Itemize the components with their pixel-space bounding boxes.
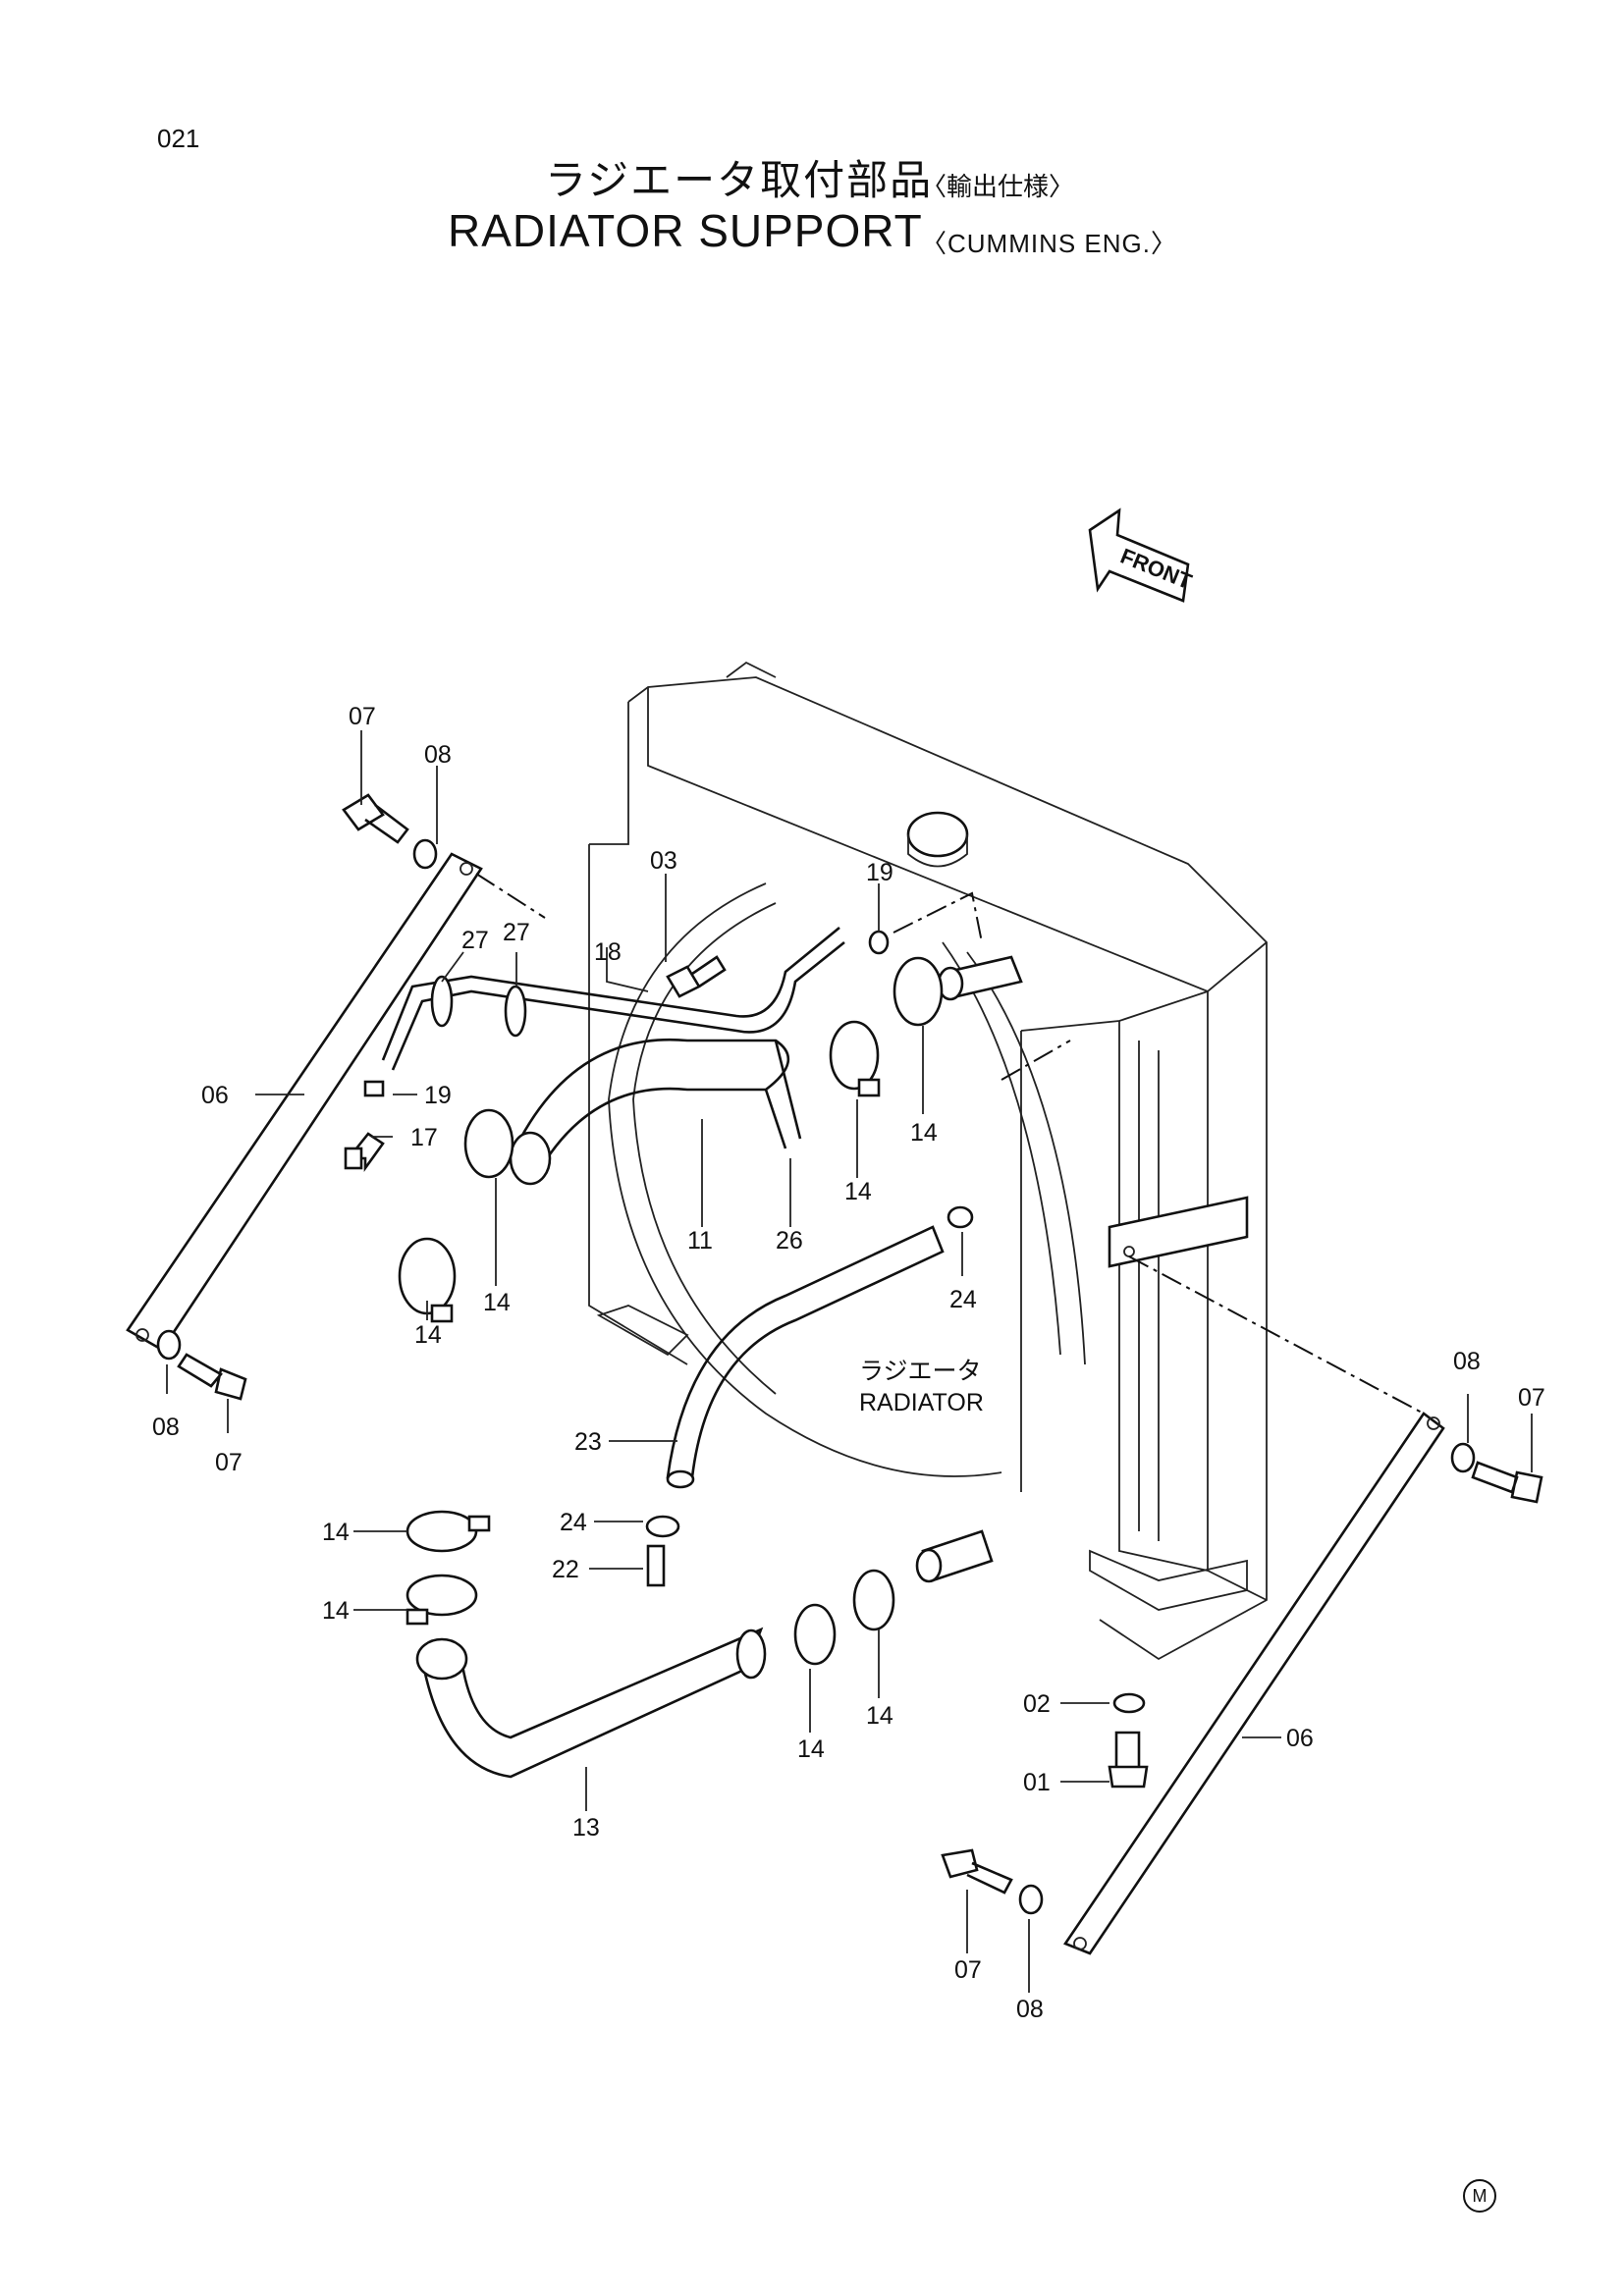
callout-08: 08 — [424, 741, 452, 769]
callout-27: 27 — [461, 927, 489, 954]
callout-07: 07 — [349, 703, 376, 730]
clamp-icon — [852, 1569, 895, 1631]
title-english-subtitle: 〈CUMMINS ENG.〉 — [921, 229, 1178, 258]
clamp-icon — [893, 956, 944, 1027]
callout-14: 14 — [866, 1702, 893, 1730]
bolt-icon — [1108, 1731, 1149, 1789]
title-japanese-subtitle: 〈輸出仕様〉 — [921, 173, 1075, 202]
callout-01: 01 — [1023, 1769, 1051, 1796]
callout-27: 27 — [503, 919, 530, 946]
callout-06: 06 — [1286, 1725, 1314, 1752]
clamp-icon — [406, 1574, 478, 1626]
callout-08: 08 — [1453, 1348, 1481, 1375]
clamp-icon — [363, 1080, 385, 1097]
pipe-assembly — [381, 926, 845, 1071]
callout-14: 14 — [322, 1597, 350, 1625]
callout-18: 18 — [594, 938, 622, 966]
title-japanese: ラジエータ取付部品 — [545, 156, 934, 204]
stay-left — [126, 852, 483, 1352]
lower-hose — [415, 1627, 767, 1779]
washer-icon — [1450, 1442, 1476, 1473]
fitting-icon — [344, 1132, 385, 1173]
bolt-icon — [666, 955, 727, 998]
washer-icon — [1112, 1692, 1146, 1714]
callout-26: 26 — [776, 1227, 803, 1255]
callout-14: 14 — [844, 1178, 872, 1205]
callout-22: 22 — [552, 1556, 579, 1583]
leader-lines — [166, 730, 1533, 1993]
callout-07: 07 — [954, 1956, 982, 1984]
callout-14: 14 — [910, 1119, 938, 1147]
callout-17: 17 — [410, 1124, 438, 1151]
clamp-icon — [793, 1603, 837, 1666]
washer-icon — [156, 1329, 182, 1361]
callout-23: 23 — [574, 1428, 602, 1456]
callout-14: 14 — [414, 1321, 442, 1349]
bolt-icon — [941, 1848, 1013, 1895]
clamp-icon — [406, 1510, 491, 1553]
callout-13: 13 — [572, 1814, 600, 1842]
callout-08: 08 — [1016, 1996, 1044, 2023]
clamp-icon — [430, 975, 454, 1028]
washer-icon — [868, 930, 890, 955]
callout-11: 11 — [687, 1227, 713, 1255]
callout-07: 07 — [1518, 1384, 1545, 1412]
radiator-label-jp: ラジエータ — [859, 1358, 982, 1385]
fitting-icon — [646, 1544, 666, 1587]
washer-icon — [1018, 1884, 1044, 1915]
stay-right — [1063, 1412, 1445, 1955]
radiator-body — [588, 661, 1268, 1661]
front-arrow-icon: FRONT — [1088, 507, 1196, 603]
callout-06: 06 — [201, 1082, 229, 1109]
bolt-icon — [1471, 1461, 1543, 1504]
callout-08: 08 — [152, 1414, 180, 1441]
clamp-icon — [947, 1205, 974, 1229]
clamp-icon — [645, 1515, 680, 1538]
page-number: 021 — [157, 124, 200, 153]
callout-02: 02 — [1023, 1690, 1051, 1718]
hose-23 — [666, 1225, 945, 1489]
corner-circled-mark: M — [1463, 2179, 1496, 2213]
washer-icon — [412, 838, 438, 870]
radiator-label-en: RADIATOR — [859, 1389, 984, 1416]
callout-19: 19 — [424, 1082, 452, 1109]
clamp-icon — [463, 1108, 514, 1179]
clamp-icon — [829, 1020, 881, 1097]
callout-14: 14 — [322, 1519, 350, 1546]
title-english: RADIATOR SUPPORT — [448, 205, 923, 256]
clamp-icon — [504, 985, 527, 1038]
callout-03: 03 — [650, 847, 677, 875]
callout-14: 14 — [483, 1289, 511, 1316]
callout-19: 19 — [866, 859, 893, 886]
callout-24: 24 — [560, 1509, 587, 1536]
upper-hose — [509, 1038, 802, 1186]
callout-07: 07 — [215, 1449, 243, 1476]
callout-14: 14 — [797, 1735, 825, 1763]
bolt-icon — [177, 1353, 247, 1401]
callout-24: 24 — [949, 1286, 977, 1313]
bolt-icon — [342, 793, 409, 844]
